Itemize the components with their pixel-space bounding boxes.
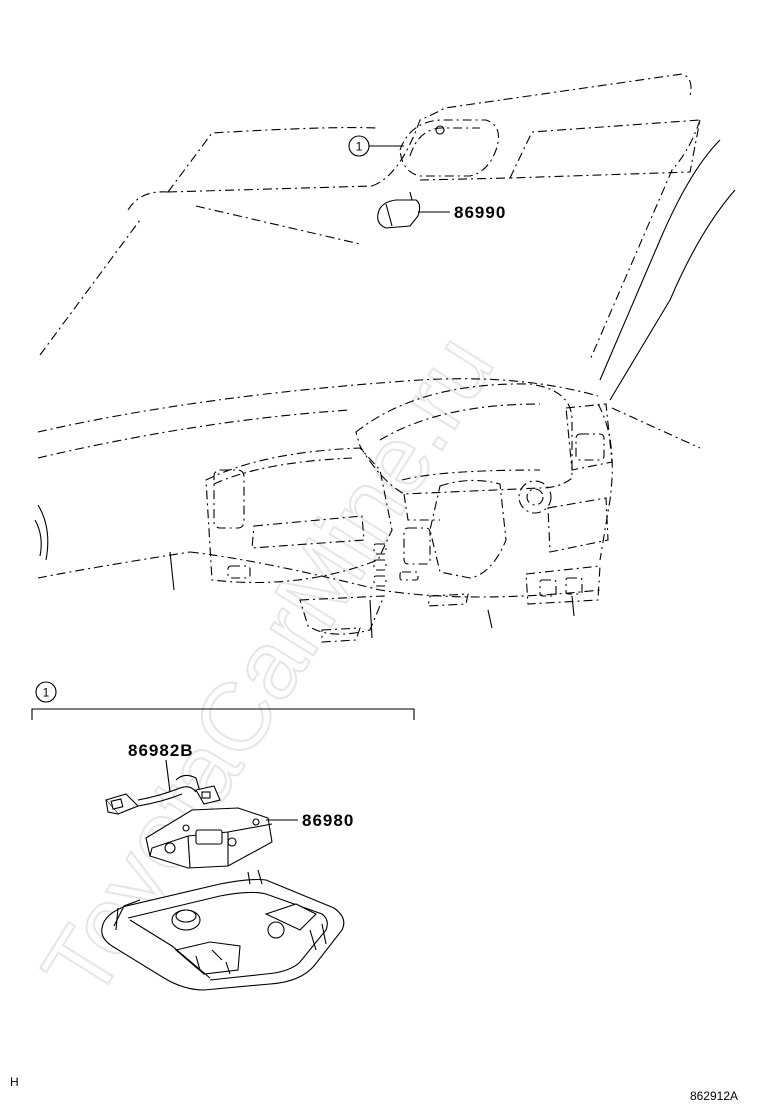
detail-callout-1-label: 1 [43, 686, 50, 700]
detail-section-1: 1 [31, 681, 415, 720]
part-number-86980[interactable]: 86980 [302, 811, 354, 830]
car-interior-illustration [34, 73, 736, 643]
part-number-86982b[interactable]: 86982B [128, 741, 194, 760]
lamp-housing [101, 869, 345, 991]
lamp-assembly-86980[interactable]: 86980 [145, 807, 354, 869]
part-number-86990[interactable]: 86990 [454, 203, 506, 222]
callout-1-overhead[interactable]: 1 [348, 135, 404, 157]
detail-bracket [31, 708, 415, 720]
footer-left-mark: H [10, 1075, 19, 1089]
callout-1-label: 1 [356, 140, 363, 154]
wire-86982b[interactable]: 86982B [105, 741, 221, 815]
console-screw [435, 125, 445, 135]
map-lamp-86990[interactable]: 86990 [377, 191, 507, 229]
diagram-id: 862912A [690, 1089, 738, 1103]
leader-line-86982b [165, 759, 171, 793]
